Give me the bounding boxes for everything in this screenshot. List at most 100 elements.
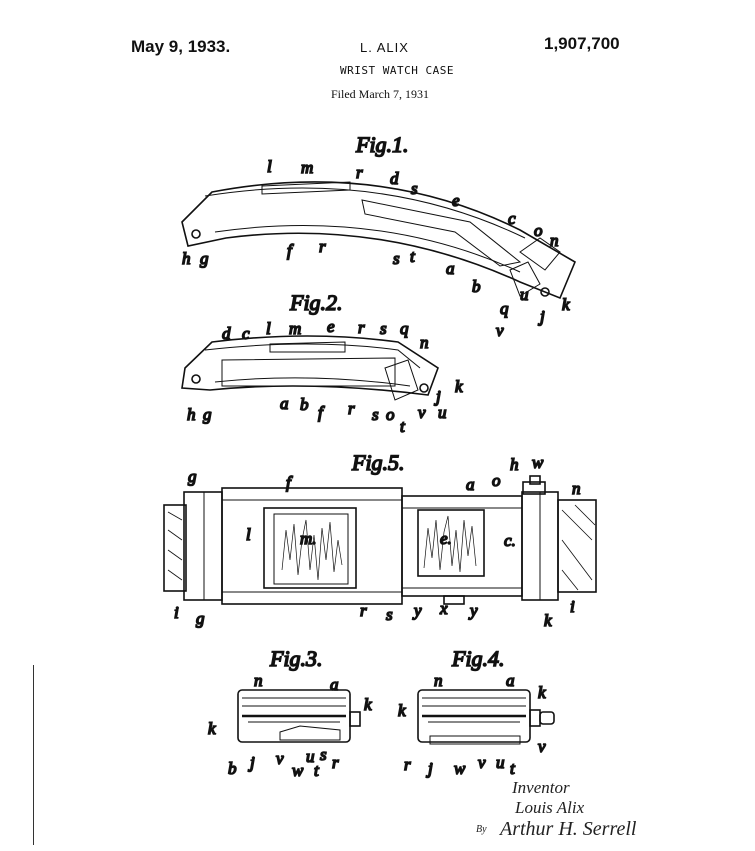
inventor-label: Inventor — [512, 778, 570, 797]
fig2-label: s — [380, 319, 387, 338]
fig1-label: k — [562, 295, 570, 314]
fig4-title: Fig.4. — [451, 646, 505, 671]
fig5-label: i — [570, 597, 575, 616]
fig2-label: q — [400, 319, 409, 338]
fig5-slide-x — [443, 595, 465, 605]
fig5-crown-w — [522, 481, 546, 495]
inventor-name: L. ALIX — [360, 40, 409, 55]
fig2-label: s — [372, 405, 379, 424]
fig2-label: r — [358, 318, 365, 337]
fig4-label: j — [426, 759, 433, 778]
fig3-label: n — [254, 671, 263, 690]
fig5-lug-left — [183, 491, 223, 601]
fig5-label: s — [386, 605, 393, 624]
fig1-label: n — [550, 231, 559, 250]
fig2-label: u — [438, 403, 447, 422]
patent-title: WRIST WATCH CASE — [340, 64, 454, 77]
fig2-label: o — [386, 405, 395, 424]
fig3-label: b — [228, 759, 237, 778]
fig2-pin-h — [191, 374, 201, 384]
fig3-crown — [349, 711, 361, 727]
fig5-label: y — [468, 601, 478, 620]
fig5-label: y — [412, 601, 422, 620]
figure-2: Fig.2. d c l m e r s q n k j u h g a b f… — [181, 289, 464, 437]
fig4-label: r — [404, 755, 411, 774]
fig5-crown-knob — [529, 475, 541, 485]
fig2-label: c — [242, 324, 250, 343]
fig2-label: b — [300, 395, 309, 414]
fig2-label: e — [327, 317, 335, 336]
fig4-label: k — [538, 683, 546, 702]
fig5-label: n — [572, 479, 581, 498]
fig1-label: r — [356, 163, 363, 182]
fig1-label: c — [508, 209, 516, 228]
fig4-label: n — [434, 671, 443, 690]
fig2-label: k — [455, 377, 463, 396]
fig1-label: a — [446, 259, 455, 278]
fig3-label: v — [276, 749, 284, 768]
fig1-label: v — [496, 321, 504, 340]
fig1-label: j — [538, 307, 545, 326]
fig5-label: h — [510, 455, 519, 474]
fig1-label: o — [534, 221, 543, 240]
by-label: By — [476, 824, 487, 835]
fig5-label: k — [544, 611, 552, 630]
fig1-label: u — [520, 285, 529, 304]
fig1-label: d — [390, 169, 399, 188]
fig2-label: r — [348, 399, 355, 418]
fig2-label: l — [266, 319, 271, 338]
fig3-label: r — [332, 753, 339, 772]
fig2-pin-j — [419, 383, 429, 393]
fig5-window-m — [263, 507, 357, 589]
fig2-label: a — [280, 394, 289, 413]
fig5-label: w — [532, 453, 544, 472]
fig3-label: j — [248, 753, 255, 772]
fig3-title: Fig.3. — [269, 646, 323, 671]
fig1-label: r — [319, 237, 326, 256]
fig3-label: k — [364, 695, 372, 714]
fig5-label: g — [188, 467, 197, 486]
fig1-label: l — [267, 157, 272, 176]
filed-date: Filed March 7, 1931 — [331, 87, 429, 101]
fig4-label: k — [398, 701, 406, 720]
fig4-label: v — [538, 737, 546, 756]
fig5-label: g — [196, 609, 205, 628]
fig5-label: o — [492, 471, 501, 490]
fig2-label: n — [420, 333, 429, 352]
fig3-label: a — [330, 675, 339, 694]
fig5-label: c. — [504, 531, 516, 550]
fig5-label: e. — [440, 529, 452, 548]
fig2-label: j — [434, 387, 441, 406]
fig2-label: v — [418, 403, 426, 422]
fig3-label: w — [292, 761, 304, 780]
figure-3: Fig.3. n a k k b j v w t u s r — [207, 645, 373, 781]
fig4-crown — [529, 709, 541, 727]
fig1-label: s — [393, 249, 400, 268]
margin-line — [33, 665, 34, 845]
patent-number: 1,907,700 — [544, 34, 620, 53]
fig5-label: l — [246, 525, 251, 544]
fig5-label: i — [174, 603, 179, 622]
fig1-label: s — [411, 179, 418, 198]
fig5-label: r — [360, 601, 367, 620]
fig2-label: m — [289, 319, 301, 338]
fig5-label: m. — [300, 529, 317, 548]
fig5-window-e — [417, 509, 485, 577]
fig4-label: a — [506, 671, 515, 690]
fig1-label: q — [500, 299, 509, 318]
fig1-pin-h — [191, 229, 201, 239]
attorney-signature: Arthur H. Serrell — [500, 818, 637, 840]
fig3-label: u — [306, 747, 315, 766]
fig4-label: w — [454, 759, 466, 778]
fig2-title: Fig.2. — [289, 290, 343, 315]
fig4-label: u — [496, 753, 505, 772]
fig2-label: f — [318, 403, 325, 422]
inventor-signature: Louis Alix — [515, 798, 585, 817]
fig1-label: t — [410, 247, 416, 266]
fig1-pin-j — [540, 287, 550, 297]
fig4-label: t — [510, 759, 516, 778]
fig1-label: e — [452, 191, 460, 210]
fig2-case-outline — [181, 335, 439, 396]
fig1-label: h — [182, 249, 191, 268]
